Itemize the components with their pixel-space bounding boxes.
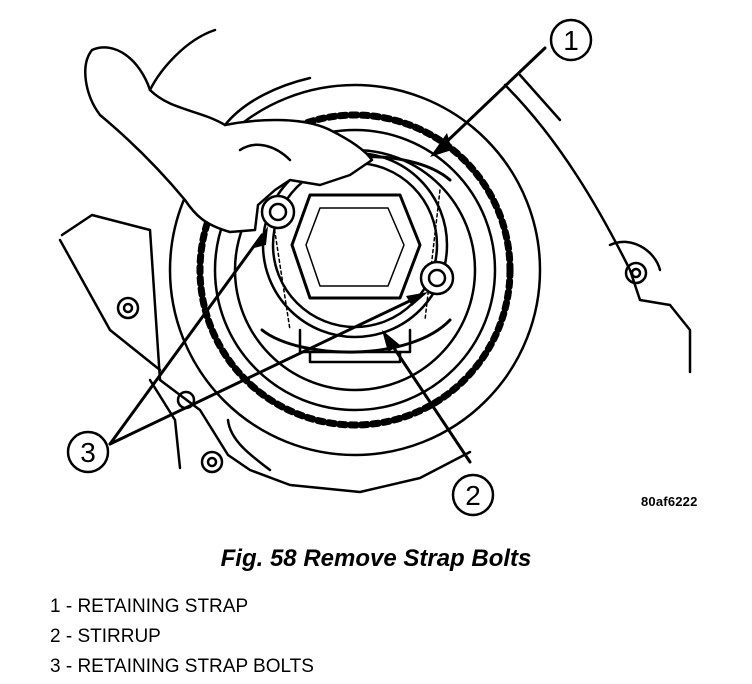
callout-1: 1 (549, 18, 593, 62)
legend-list: 1 - RETAINING STRAP 2 - STIRRUP 3 - RETA… (50, 592, 314, 682)
legend-item-stirrup: 2 - STIRRUP (50, 626, 161, 647)
callout-1-number: 1 (563, 25, 579, 56)
legend-item-retaining-strap: 1 - RETAINING STRAP (50, 596, 249, 617)
retaining-strap (260, 155, 452, 354)
strap-bolt-removal-illustration: 1 2 3 (58, 18, 692, 517)
figure-code: 80af6222 (641, 494, 698, 509)
callout-2-number: 2 (465, 480, 481, 511)
figure-caption: Fig. 58 Remove Strap Bolts (220, 545, 532, 572)
retaining-strap-bolts (260, 194, 455, 296)
callout-3: 3 (66, 430, 110, 474)
callout-2: 2 (451, 473, 495, 517)
legend-item-retaining-strap-bolts: 3 - RETAINING STRAP BOLTS (50, 656, 314, 677)
leader-arrows (108, 46, 547, 464)
hand-drawing (84, 28, 374, 234)
housing-outline (58, 73, 692, 494)
callout-3-number: 3 (80, 437, 96, 468)
arrow-heads (254, 133, 452, 352)
